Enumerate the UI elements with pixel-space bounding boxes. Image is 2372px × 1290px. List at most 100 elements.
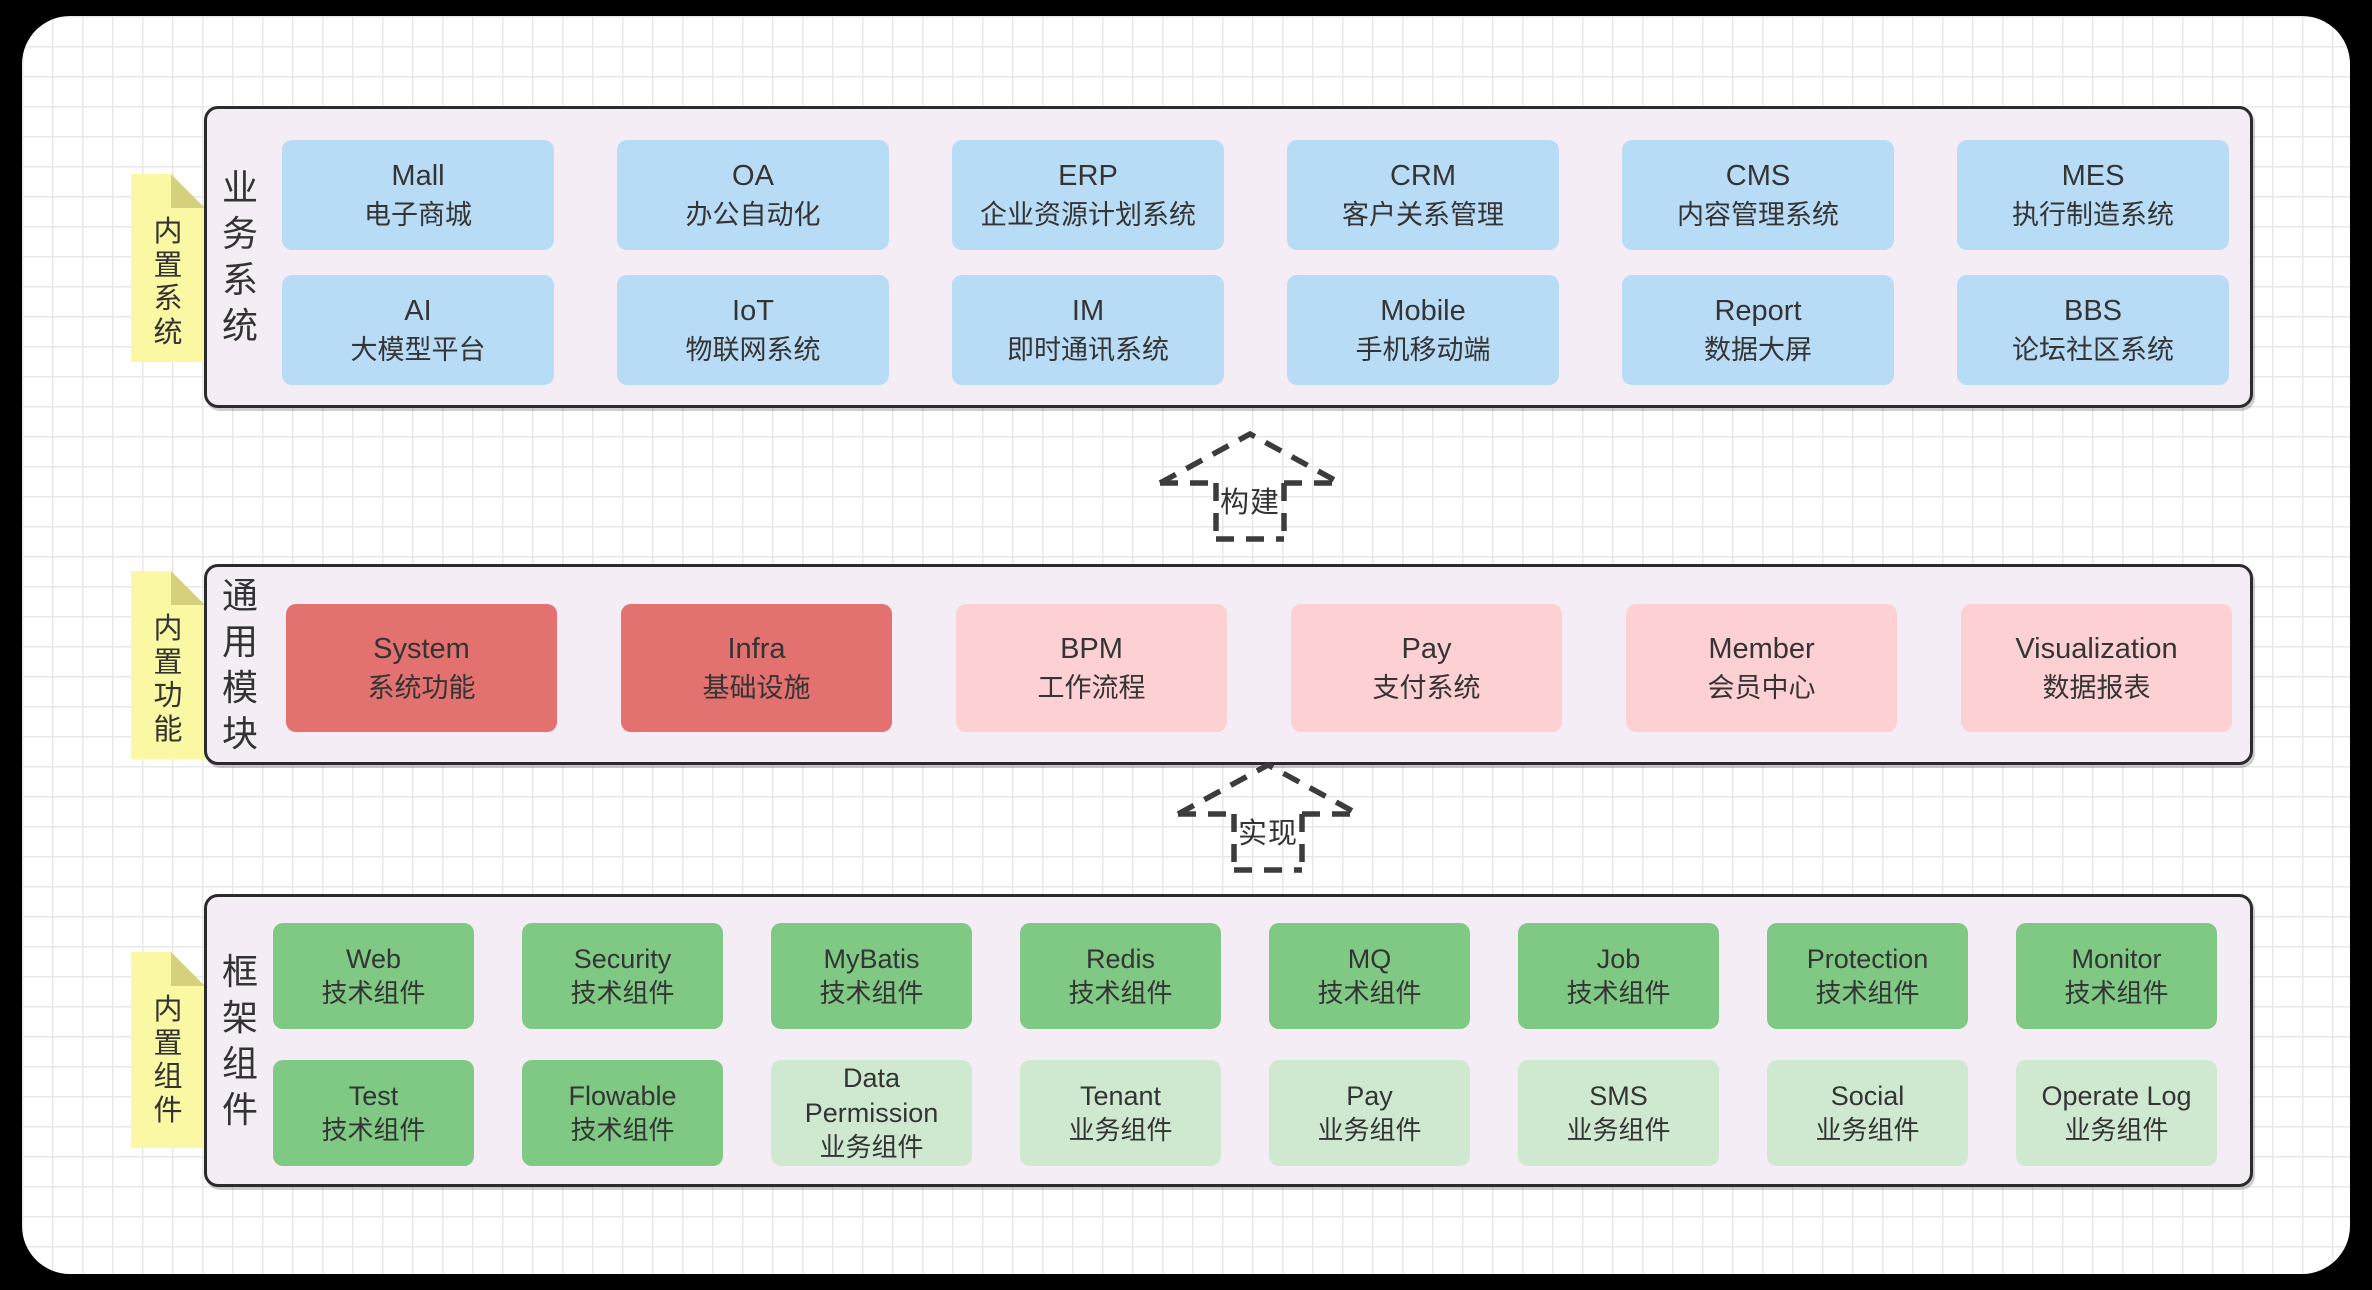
note-label: 内置功能: [153, 613, 183, 746]
box-subtitle: 会员中心: [1707, 673, 1816, 704]
box-subtitle: 业务组件: [1317, 1114, 1422, 1145]
box-title: Job: [1596, 943, 1641, 974]
box-subtitle: 物联网系统: [685, 335, 821, 366]
box-mobile: Mobile 手机移动端: [1287, 275, 1559, 385]
box-subtitle: 技术组件: [321, 1114, 426, 1145]
box-subtitle: 执行制造系统: [2012, 200, 2174, 231]
box-title: MES: [2061, 160, 2125, 193]
box-title: System: [373, 633, 470, 666]
up-arrow-icon: [1176, 761, 1360, 873]
box-title: BBS: [2063, 295, 2123, 328]
box-title: Infra: [727, 633, 786, 666]
box-title: SMS: [1589, 1080, 1648, 1111]
box-title: Mobile: [1380, 295, 1466, 328]
box-subtitle: 论坛社区系统: [2012, 335, 2174, 366]
box-title: Security: [573, 943, 672, 974]
box-title: CRM: [1389, 160, 1457, 193]
box-title: Pay: [1346, 1080, 1393, 1111]
box-title: MyBatis: [823, 943, 920, 974]
box-visualization: Visualization 数据报表: [1961, 604, 2232, 732]
box-title: Visualization: [2015, 633, 2178, 666]
build-arrow: 构建: [1155, 427, 1345, 545]
box-subtitle: 电子商城: [364, 200, 472, 231]
box-title: Test: [348, 1080, 399, 1111]
box-subtitle: 手机移动端: [1355, 335, 1491, 366]
box-title: Protection: [1806, 943, 1929, 974]
box-subtitle: 系统功能: [367, 673, 476, 704]
sticky-note-built-in-components: 内置组件: [131, 952, 205, 1148]
box-title: CMS: [1725, 160, 1791, 193]
box-subtitle: 支付系统: [1372, 673, 1481, 704]
box-title: BPM: [1060, 633, 1123, 666]
panel-label: 框架组件: [221, 950, 258, 1130]
box-title: Monitor: [2071, 943, 2162, 974]
box-bbs: BBS 论坛社区系统: [1957, 275, 2229, 385]
implement-arrow: 实现: [1173, 758, 1363, 876]
box-mes: MES 执行制造系统: [1957, 140, 2229, 250]
box-title: IoT: [732, 295, 774, 328]
note-label: 内置系统: [153, 216, 183, 349]
arrow-label: 实现: [1237, 818, 1299, 850]
box-title: IM: [1071, 295, 1105, 328]
box-im: IM 即时通讯系统: [952, 275, 1224, 385]
box-subtitle: 技术组件: [2064, 977, 2169, 1008]
panel-label: 业务系统: [221, 166, 258, 347]
note-fold-icon: [171, 952, 205, 986]
box-title: AI: [404, 295, 432, 328]
box-subtitle: 技术组件: [1068, 977, 1173, 1008]
box-title: Data Permission: [804, 1063, 939, 1129]
box-title: Tenant: [1079, 1080, 1162, 1111]
panel-label: 通用模块: [221, 574, 258, 754]
box-title: ERP: [1058, 160, 1118, 193]
box-subtitle: 技术组件: [1815, 977, 1920, 1008]
note-fold-icon: [171, 571, 205, 605]
sticky-note-built-in-systems: 内置系统: [131, 174, 205, 362]
box-subtitle: 即时通讯系统: [1007, 335, 1169, 366]
box-subtitle: 内容管理系统: [1677, 200, 1839, 231]
sticky-note-built-in-functions: 内置功能: [131, 571, 205, 759]
box-subtitle: 技术组件: [1317, 977, 1422, 1008]
box-subtitle: 数据大屏: [1704, 335, 1812, 366]
box-title: Report: [1714, 295, 1802, 328]
box-subtitle: 技术组件: [570, 1114, 675, 1145]
box-title: Flowable: [568, 1080, 677, 1111]
arrow-label: 构建: [1219, 487, 1281, 519]
box-subtitle: 技术组件: [321, 977, 426, 1008]
box-title: Web: [345, 943, 402, 974]
box-subtitle: 技术组件: [1566, 977, 1671, 1008]
box-subtitle: 技术组件: [819, 977, 924, 1008]
box-title: OA: [732, 160, 774, 193]
box-title: Member: [1708, 633, 1815, 666]
box-title: Redis: [1085, 943, 1156, 974]
box-subtitle: 数据报表: [2042, 673, 2151, 704]
box-title: MQ: [1347, 943, 1392, 974]
